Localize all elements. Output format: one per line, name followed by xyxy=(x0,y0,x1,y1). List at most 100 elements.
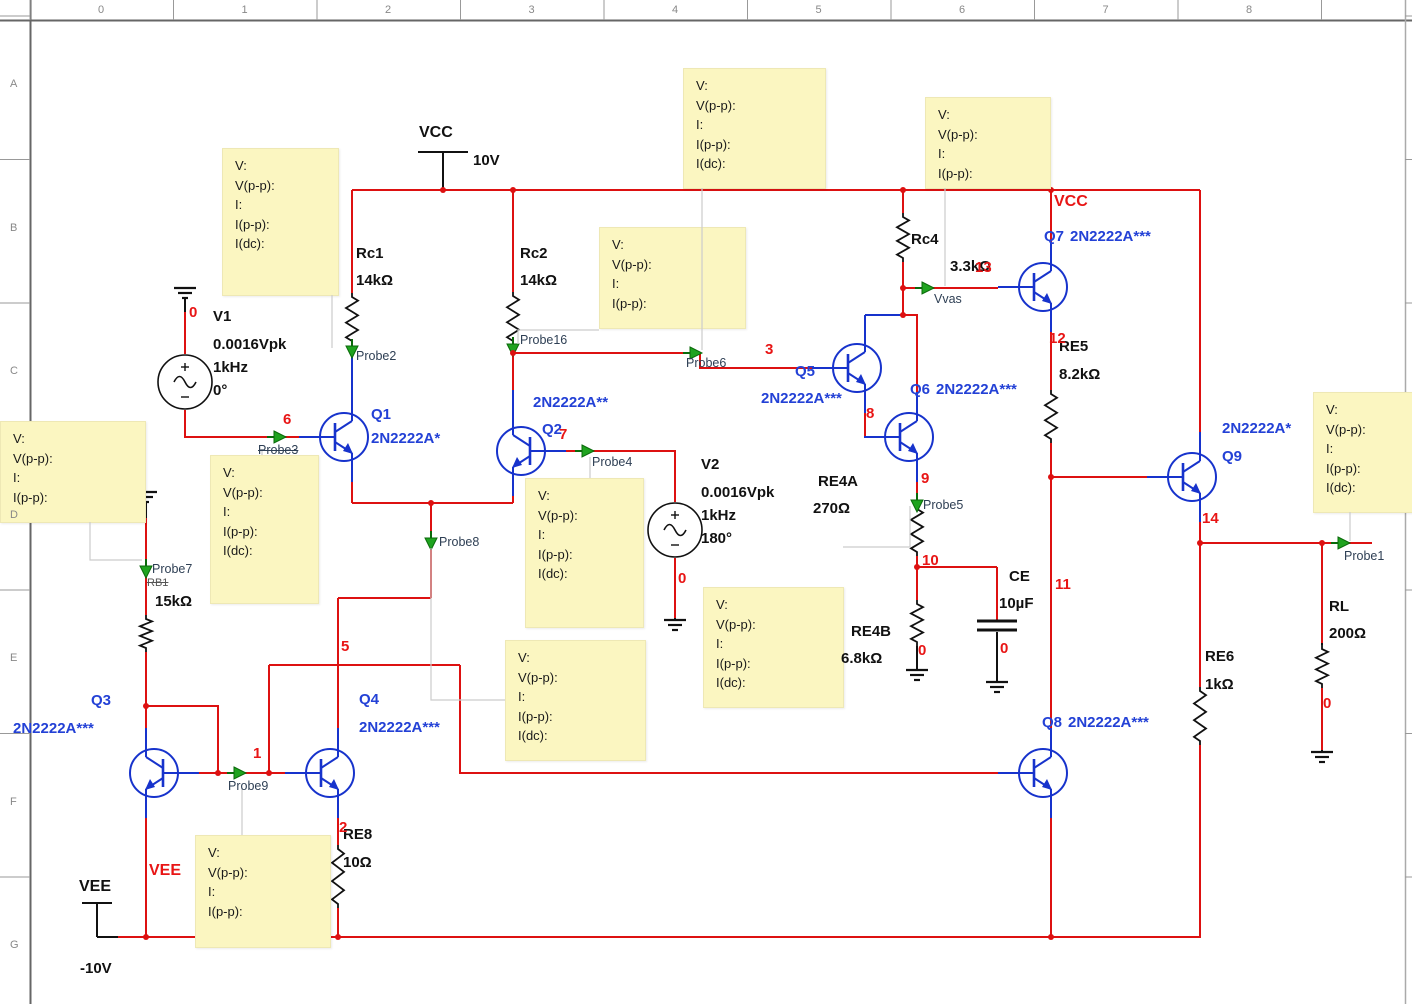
label-net0-ce[interactable]: 0 xyxy=(1000,640,1009,657)
label-q1-ref[interactable]: Q1 xyxy=(371,406,392,423)
label-re5-ref[interactable]: RE5 xyxy=(1059,338,1089,355)
transistor-Q9[interactable] xyxy=(1147,432,1217,522)
label-net7[interactable]: 7 xyxy=(559,426,568,443)
label-vcc-title[interactable]: VCC xyxy=(419,124,453,141)
probe-head[interactable] xyxy=(273,430,288,444)
transistor-Q4[interactable] xyxy=(285,728,355,818)
label-re8-val[interactable]: 10Ω xyxy=(343,854,372,871)
probe-arrow-Probe3[interactable] xyxy=(267,430,288,444)
label-ce-ref[interactable]: CE xyxy=(1009,568,1030,585)
label-q2-model[interactable]: 2N2222A** xyxy=(533,394,609,411)
measurement-note-box[interactable]: V:V(p-p):I:I(p-p):I(dc): xyxy=(222,148,339,296)
transistor-Q3[interactable] xyxy=(129,728,199,818)
label-net12[interactable]: 12 xyxy=(1049,330,1066,347)
probe-head[interactable] xyxy=(921,281,936,295)
measurement-note-box[interactable]: V:V(p-p):I:I(p-p):I(dc): xyxy=(505,640,646,761)
probe-arrow-Vvas[interactable] xyxy=(915,281,936,295)
probe-arrow-Probe1[interactable] xyxy=(1331,536,1352,550)
resistor-Rc2[interactable] xyxy=(505,292,521,345)
measurement-note-box[interactable]: V:V(p-p):I:I(p-p): xyxy=(195,835,331,948)
label-q2-ref[interactable]: Q2 xyxy=(542,421,563,438)
label-re4b-val[interactable]: 6.8kΩ xyxy=(841,650,883,667)
resistor-RB1[interactable] xyxy=(137,615,155,652)
label-net3[interactable]: 3 xyxy=(765,341,774,358)
transistor-Q7[interactable] xyxy=(998,242,1068,332)
label-q3-ref[interactable]: Q3 xyxy=(91,692,112,709)
label-re5-val[interactable]: 8.2kΩ xyxy=(1059,366,1101,383)
label-rc4-val[interactable]: 3.3kΩ xyxy=(950,258,992,275)
probe-head[interactable] xyxy=(424,537,438,552)
probe-arrow-Probe6[interactable] xyxy=(683,346,704,360)
measurement-note-box[interactable]: V:V(p-p):I:I(p-p):I(dc): xyxy=(703,587,844,708)
label-rb1-val[interactable]: 15kΩ xyxy=(155,593,193,610)
label-net9[interactable]: 9 xyxy=(921,470,930,487)
label-v1-freq[interactable]: 1kHz xyxy=(213,359,249,376)
resistor-Rc1[interactable] xyxy=(344,293,360,345)
label-vcc-net[interactable]: VCC xyxy=(1054,193,1088,210)
label-re6-val[interactable]: 1kΩ xyxy=(1205,676,1234,693)
label-vcc-value[interactable]: 10V xyxy=(473,152,500,169)
label-ce-val[interactable]: 10µF xyxy=(999,595,1034,612)
probe-arrow-Probe8[interactable] xyxy=(424,531,438,552)
label-v2-phase[interactable]: 180° xyxy=(701,530,733,547)
resistor-RE5[interactable] xyxy=(1043,390,1059,443)
transistor-Q5[interactable] xyxy=(812,323,882,413)
measurement-note-box[interactable]: V:V(p-p):I:I(p-p):I(dc): xyxy=(525,478,644,628)
label-net8[interactable]: 8 xyxy=(866,405,875,422)
label-q5-model[interactable]: 2N2222A*** xyxy=(761,390,842,407)
label-q1-model[interactable]: 2N2222A* xyxy=(371,430,441,447)
label-vee-net[interactable]: VEE xyxy=(149,862,182,879)
label-re6-ref[interactable]: RE6 xyxy=(1205,648,1235,665)
probe-head[interactable] xyxy=(581,444,596,458)
label-net0-rl[interactable]: 0 xyxy=(1323,695,1332,712)
label-rc1-val[interactable]: 14kΩ xyxy=(356,272,394,289)
resistor-RL[interactable] xyxy=(1313,645,1331,688)
resistor-RE4A[interactable] xyxy=(909,505,925,556)
probe-arrow-Probe4[interactable] xyxy=(575,444,596,458)
transistor-Q2[interactable] xyxy=(496,406,566,496)
label-q7-ref[interactable]: Q7 xyxy=(1044,228,1065,245)
label-net14[interactable]: 14 xyxy=(1202,510,1219,527)
label-re4a-val[interactable]: 270Ω xyxy=(813,500,851,517)
label-q6-model[interactable]: 2N2222A*** xyxy=(936,381,1017,398)
label-vee-title[interactable]: VEE xyxy=(79,878,112,895)
label-net6[interactable]: 6 xyxy=(283,411,292,428)
label-q7-model[interactable]: 2N2222A*** xyxy=(1070,228,1151,245)
label-q5-ref[interactable]: Q5 xyxy=(795,363,816,380)
label-q8-model[interactable]: 2N2222A*** xyxy=(1068,714,1149,731)
label-net0-v2[interactable]: 0 xyxy=(678,570,687,587)
label-q9-model[interactable]: 2N2222A* xyxy=(1222,420,1292,437)
label-rc4-ref[interactable]: Rc4 xyxy=(911,231,939,248)
ac-source-V1[interactable] xyxy=(157,354,213,410)
label-re4a-ref[interactable]: RE4A xyxy=(818,473,859,490)
label-net11[interactable]: 11 xyxy=(1055,576,1071,593)
transistor-Q8[interactable] xyxy=(998,728,1068,818)
probe-arrow-Probe9[interactable] xyxy=(227,766,248,780)
label-rl-ref[interactable]: RL xyxy=(1329,598,1349,615)
label-q3-model[interactable]: 2N2222A*** xyxy=(13,720,94,737)
resistor-RE8[interactable] xyxy=(330,845,346,908)
measurement-note-box[interactable]: V:V(p-p):I:I(p-p):I(dc): xyxy=(210,455,319,604)
label-q4-model[interactable]: 2N2222A*** xyxy=(359,719,440,736)
label-net5[interactable]: 5 xyxy=(341,638,350,655)
measurement-note-box[interactable]: V:V(p-p):I:I(p-p): xyxy=(0,421,146,523)
label-v1-phase[interactable]: 0° xyxy=(213,382,228,399)
label-net13[interactable]: 13 xyxy=(975,259,992,276)
label-q9-ref[interactable]: Q9 xyxy=(1222,448,1243,465)
resistor-RE6[interactable] xyxy=(1192,687,1208,745)
label-q4-ref[interactable]: Q4 xyxy=(359,691,380,708)
label-q8-ref[interactable]: Q8 xyxy=(1042,714,1063,731)
measurement-note-box[interactable]: V:V(p-p):I:I(p-p):I(dc): xyxy=(1313,392,1412,513)
probe-arrow-Probe2[interactable] xyxy=(345,339,359,360)
label-v2-amp[interactable]: 0.0016Vpk xyxy=(701,484,775,501)
label-q6-ref[interactable]: Q6 xyxy=(910,381,931,398)
ac-source-V2[interactable] xyxy=(647,502,703,558)
measurement-note-box[interactable]: V:V(p-p):I:I(p-p): xyxy=(925,97,1051,189)
label-vee-value[interactable]: -10V xyxy=(80,960,112,977)
probe-arrow-Probe5[interactable] xyxy=(910,493,924,514)
probe-arrow-Probe7[interactable] xyxy=(139,559,153,580)
transistor-Q1[interactable] xyxy=(299,392,369,482)
probe-head[interactable] xyxy=(689,346,704,360)
label-net0-v1[interactable]: 0 xyxy=(189,304,198,321)
